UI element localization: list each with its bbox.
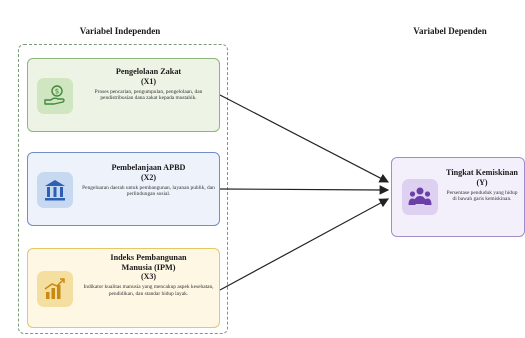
node-description: Pengeluaran daerah untuk pembangunan, la… — [82, 184, 215, 198]
independent-variables-header: Variabel Independen — [79, 26, 161, 36]
node-tingkat-kemiskinan: Tingkat Kemiskinan (Y) Persentase pendud… — [391, 157, 525, 237]
svg-text:$: $ — [55, 88, 59, 96]
edge-x1-to-y — [219, 94, 390, 183]
node-pembelanjaan-apbd: Pembelanjaan APBD (X2) Pengeluaran daera… — [27, 152, 220, 226]
growth-chart-icon — [37, 271, 73, 307]
node-title: Pengelolaan Zakat — [115, 67, 182, 76]
node-description: Indikator kualitas manusia yang mencakup… — [83, 284, 214, 297]
node-title-line1: Indeks Pembangunan — [110, 253, 187, 262]
node-code: (X2) — [140, 172, 157, 182]
node-description: Persentase penduduk yang hidup di bawah … — [446, 189, 518, 203]
node-pengelolaan-zakat: $ Pengelolaan Zakat (X1) Proses pencaria… — [27, 58, 220, 132]
node-title: Pembelanjaan APBD — [111, 163, 186, 172]
node-description: Proses pencarian, pengumpulan, pengelola… — [94, 88, 203, 102]
hand-money-icon: $ — [37, 78, 73, 114]
node-code: (Y) — [476, 177, 488, 187]
edge-x3-to-y — [219, 198, 390, 291]
node-title: Tingkat Kemiskinan — [446, 168, 518, 177]
people-group-icon — [402, 179, 438, 215]
node-code: (X3) — [140, 272, 157, 281]
node-title-line2: Manusia (IPM) — [121, 262, 176, 272]
bank-building-icon — [37, 172, 73, 208]
dependent-variable-header: Variabel Dependen — [413, 26, 487, 36]
edge-x2-to-y — [219, 185, 390, 195]
node-code: (X1) — [140, 76, 157, 86]
node-indeks-pembangunan-manusia: Indeks Pembangunan Manusia (IPM) (X3) In… — [27, 248, 220, 328]
